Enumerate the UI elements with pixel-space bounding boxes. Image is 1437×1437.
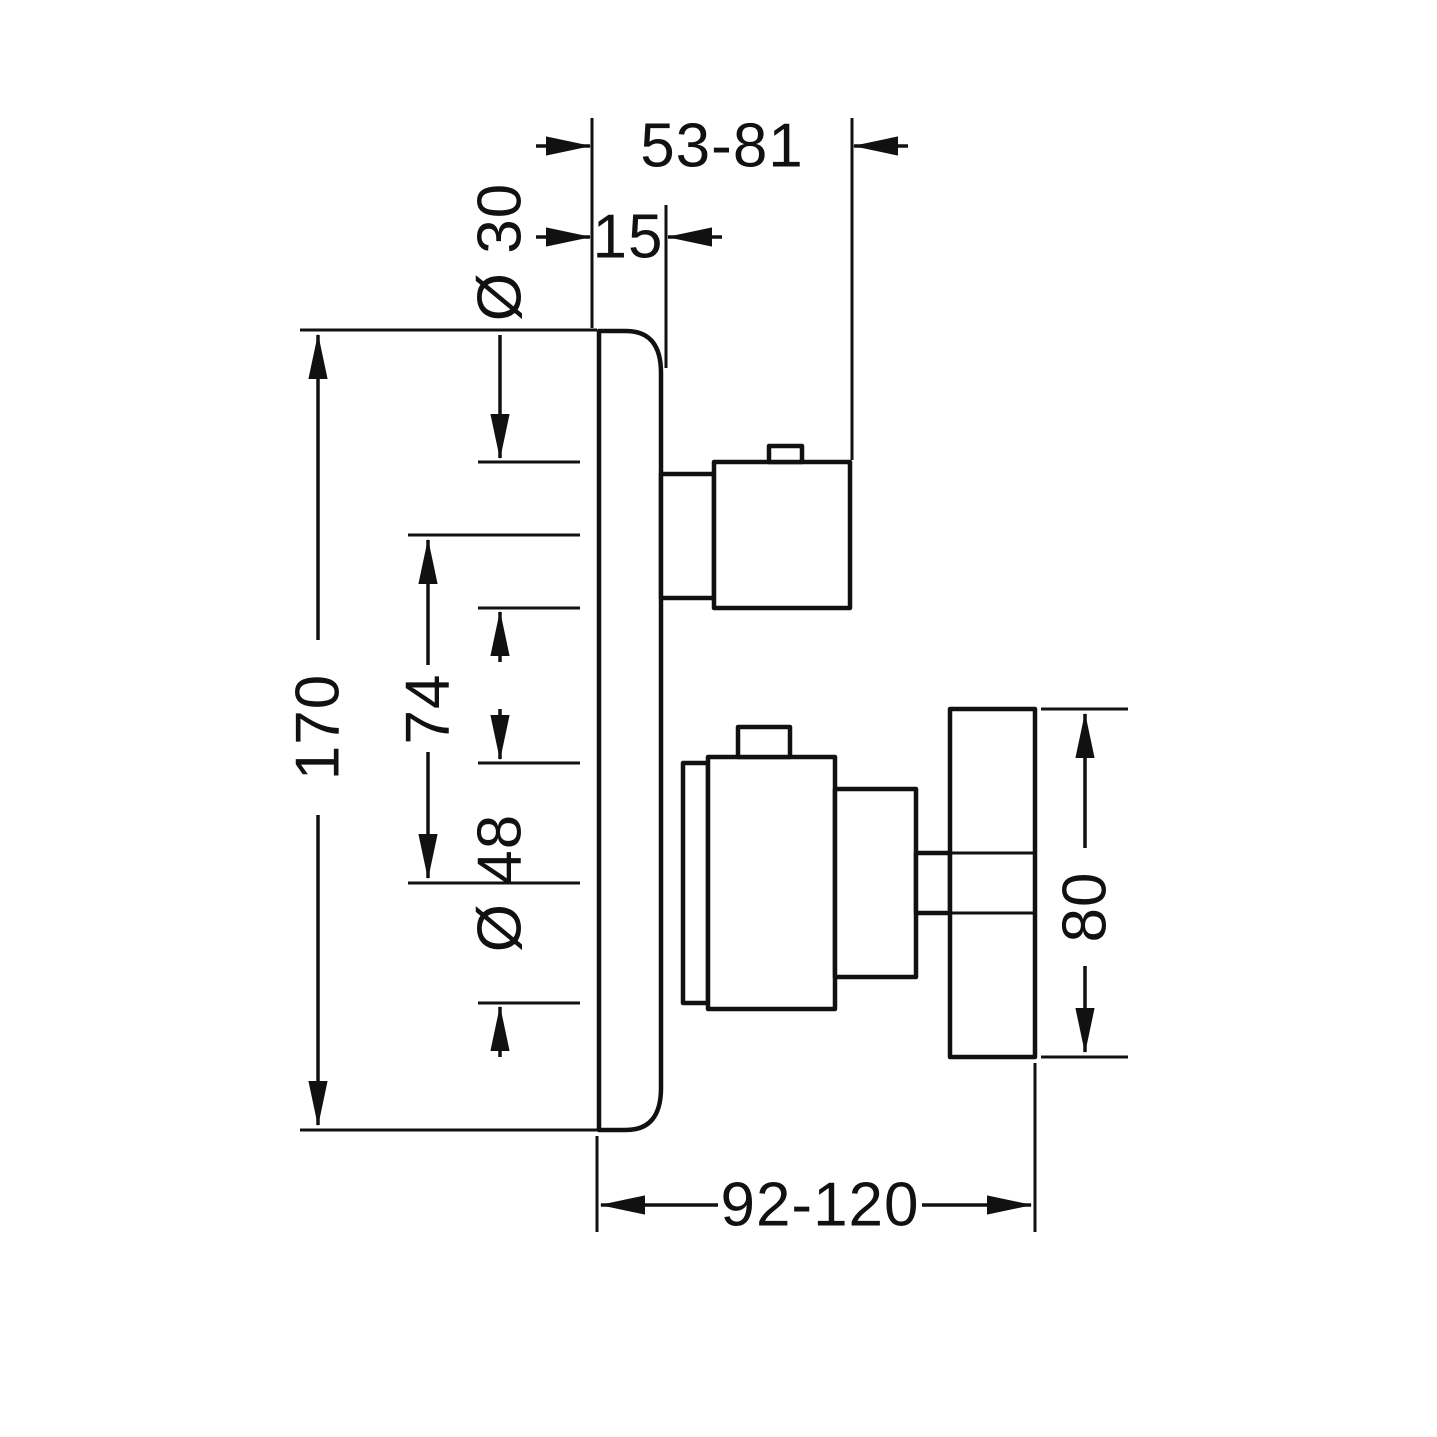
dim-label-handle-diameter: Ø 30 xyxy=(466,183,535,321)
cross-handle xyxy=(947,706,1038,1060)
dim-label-installation-depth: 92-120 xyxy=(720,1171,919,1240)
dimension-thermostat-handle-diameter: Ø 30 xyxy=(466,183,580,662)
dimension-plate-thickness: 15 xyxy=(536,203,722,368)
thermostat-handle-nub xyxy=(766,443,805,465)
dim-label-cross-handle-length: 80 xyxy=(1051,872,1120,943)
dimension-protrusion-range: 53-81 xyxy=(536,112,908,460)
thermostat-handle-collar xyxy=(658,471,717,601)
dimension-cross-handle-length: 80 xyxy=(1041,707,1128,1059)
dim-label-plate-thickness: 15 xyxy=(593,203,664,272)
valve-body-front xyxy=(832,786,919,980)
dim-label-plate-height: 170 xyxy=(284,674,353,780)
dim-label-volume-diameter: Ø 48 xyxy=(466,814,535,952)
thermostat-handle-body xyxy=(711,459,853,611)
escutcheon-plate-side-view xyxy=(596,328,664,1133)
valve-top-nub xyxy=(735,724,793,760)
thermostat-handle xyxy=(658,443,853,611)
dim-label-axis-spacing: 74 xyxy=(394,674,463,745)
dimension-installation-depth: 92-120 xyxy=(595,1063,1037,1240)
handle-stem xyxy=(913,850,953,916)
escutcheon-plate-outline xyxy=(596,328,664,1133)
dimension-axis-spacing: 74 xyxy=(394,533,580,885)
dim-label-protrusion: 53-81 xyxy=(640,112,804,181)
valve-flange xyxy=(680,760,711,1006)
volume-control-valve xyxy=(680,724,953,1012)
dimension-volume-unit-diameter: Ø 48 xyxy=(466,709,580,1057)
valve-body-rear xyxy=(705,754,838,1012)
dimension-plate-height: 170 xyxy=(284,328,597,1132)
cross-handle-bar xyxy=(947,706,1038,1060)
